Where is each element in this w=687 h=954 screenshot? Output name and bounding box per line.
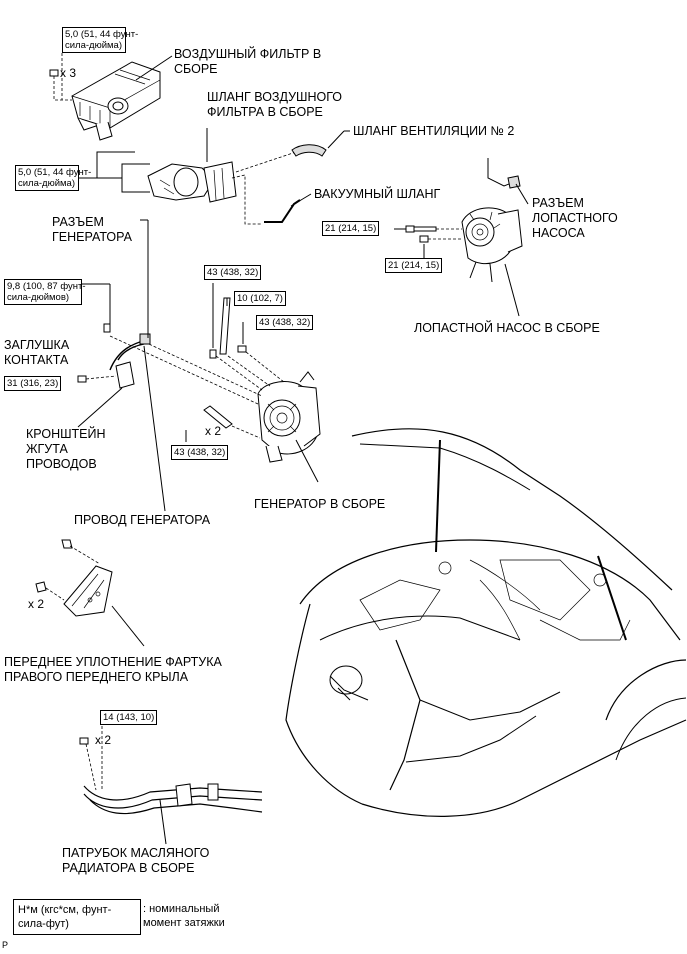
- label-line: РАЗЪЕМ: [52, 215, 104, 229]
- torque-line: 5,0 (51, 44 фунт-: [65, 29, 139, 40]
- label-line: ФИЛЬТРА В СБОРЕ: [207, 105, 323, 119]
- label-vane-pump: ЛОПАСТНОЙ НАСОС В СБОРЕ: [414, 321, 600, 335]
- label-terminal-cap: ЗАГЛУШКА КОНТАКТА: [4, 338, 69, 368]
- label-air-filter: ВОЗДУШНЫЙ ФИЛЬТР В СБОРЕ: [174, 47, 321, 77]
- label-line: РАДИАТОРА В СБОРЕ: [62, 861, 195, 875]
- vane-pump-drawing: [461, 207, 523, 283]
- torque-line: 9,8 (100, 87 фунт-: [7, 281, 86, 292]
- label-line: ПРОВОДОВ: [26, 457, 97, 471]
- legend-unit-box: Н*м (кгс*см, фунт- сила-фут): [13, 899, 141, 935]
- label-vent-hose: ШЛАНГ ВЕНТИЛЯЦИИ № 2: [353, 124, 515, 138]
- torque-oil-cooler: 14 (143, 10): [100, 710, 158, 725]
- label-line: ВОЗДУШНЫЙ ФИЛЬТР В: [174, 47, 322, 61]
- legend-line: момент затяжки: [143, 917, 225, 929]
- label-air-hose: ШЛАНГ ВОЗДУШНОГО ФИЛЬТРА В СБОРЕ: [207, 90, 342, 120]
- generator-count: x 2: [205, 424, 222, 438]
- label-line: КРОНШТЕЙН: [26, 427, 106, 441]
- torque-pump-bolt-1: 21 (214, 15): [322, 221, 380, 236]
- torque-bracket-bolt: 31 (316, 23): [4, 376, 62, 391]
- label-gen-connector: РАЗЪЕМ ГЕНЕРАТОРА: [52, 215, 132, 245]
- label-line: ГЕНЕРАТОРА: [52, 230, 132, 244]
- label-vacuum-hose: ВАКУУМНЫЙ ШЛАНГ: [314, 187, 441, 201]
- torque-line: сила-дюйма): [65, 40, 122, 51]
- torque-pump-bolt-2: 21 (214, 15): [385, 258, 443, 273]
- torque-gen-a: 43 (438, 32): [204, 265, 262, 280]
- label-oil-cooler: ПАТРУБОК МАСЛЯНОГО РАДИАТОРА В СБОРЕ: [62, 846, 209, 876]
- label-line: РАЗЪЕМ: [532, 196, 584, 210]
- label-line: ПАТРУБОК МАСЛЯНОГО: [62, 846, 210, 860]
- air-hose-drawing: [147, 161, 237, 203]
- torque-line: сила-дюйма): [18, 178, 75, 189]
- generator-drawing: [257, 371, 321, 463]
- fender-count: x 2: [28, 597, 45, 611]
- label-fender-seal: ПЕРЕДНЕЕ УПЛОТНЕНИЕ ФАРТУКА ПРАВОГО ПЕРЕ…: [4, 655, 222, 685]
- torque-air-filter-top: 5,0 (51, 44 фунт- сила-дюйма): [62, 27, 139, 53]
- air-filter-count: x 3: [60, 66, 77, 80]
- legend-line: сила-фут): [18, 918, 69, 930]
- torque-gen-b: 10 (102, 7): [234, 291, 286, 306]
- label-line: КОНТАКТА: [4, 353, 69, 367]
- oil-cooler-drawing: [83, 783, 263, 815]
- legend-line: Н*м (кгс*см, фунт-: [18, 904, 112, 916]
- legend-meaning: : номинальный момент затяжки: [143, 902, 225, 930]
- torque-gen-c: 43 (438, 32): [256, 315, 314, 330]
- fender-seal-drawing: [63, 565, 113, 617]
- torque-line: сила-дюймов): [7, 292, 70, 303]
- oil-cooler-count: x 2: [95, 733, 112, 747]
- label-line: ШЛАНГ ВОЗДУШНОГО: [207, 90, 343, 104]
- torque-line: 5,0 (51, 44 фунт-: [18, 167, 92, 178]
- torque-gen-d: 43 (438, 32): [171, 445, 229, 460]
- car-drawing: [285, 428, 687, 817]
- label-line: ЛОПАСТНОГО: [532, 211, 618, 225]
- torque-terminal-nut: 9,8 (100, 87 фунт- сила-дюймов): [4, 279, 86, 305]
- air-filter-drawing: [71, 61, 161, 141]
- label-line: НАСОСА: [532, 226, 585, 240]
- label-harness-bracket: КРОНШТЕЙН ЖГУТА ПРОВОДОВ: [26, 427, 106, 472]
- label-gen-wire: ПРОВОД ГЕНЕРАТОРА: [74, 513, 211, 527]
- label-generator: ГЕНЕРАТОР В СБОРЕ: [254, 497, 386, 511]
- label-line: СБОРЕ: [174, 62, 218, 76]
- legend-line: : номинальный: [143, 903, 220, 915]
- label-line: ЗАГЛУШКА: [4, 338, 70, 352]
- torque-air-filter-left: 5,0 (51, 44 фунт- сила-дюйма): [15, 165, 92, 191]
- label-vane-connector: РАЗЪЕМ ЛОПАСТНОГО НАСОСА: [532, 196, 618, 241]
- label-line: ЖГУТА: [26, 442, 68, 456]
- footer-code: P: [2, 940, 9, 950]
- label-line: ПЕРЕДНЕЕ УПЛОТНЕНИЕ ФАРТУКА: [4, 655, 222, 669]
- label-line: ПРАВОГО ПЕРЕДНЕГО КРЫЛА: [4, 670, 189, 684]
